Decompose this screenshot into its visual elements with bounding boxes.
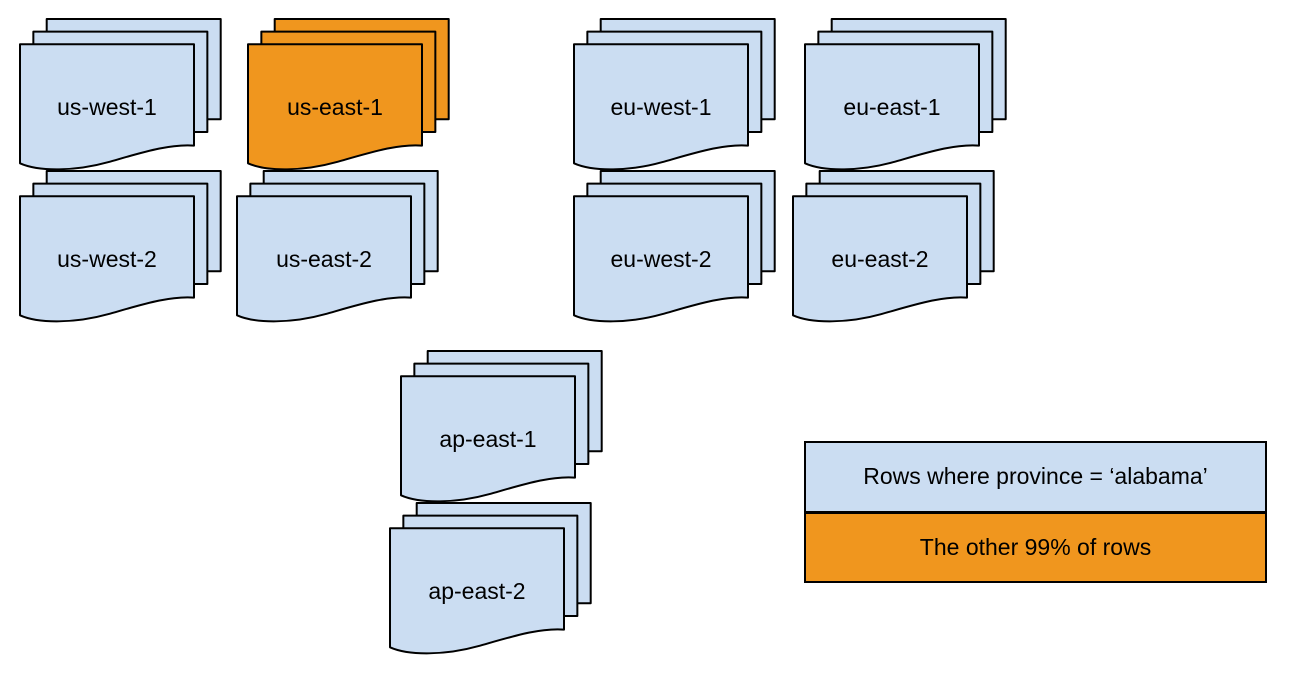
region-label: eu-east-1 [843,94,941,120]
region-stack-eu-east-2: eu-east-2 [792,170,995,326]
region-label: us-east-2 [276,246,372,272]
region-stack-us-east-1: us-east-1 [247,18,450,174]
multi-document-icon [792,170,995,323]
region-stack-eu-east-1: eu-east-1 [804,18,1007,174]
region-stack-ap-east-2: ap-east-2 [389,502,592,658]
region-label: us-east-1 [287,94,383,120]
legend-label: Rows where province = ‘alabama’ [863,463,1208,490]
legend: Rows where province = ‘alabama’ The other… [804,441,1267,583]
multi-document-icon [247,18,450,171]
legend-row-0: Rows where province = ‘alabama’ [806,443,1265,511]
multi-document-icon [573,170,776,323]
legend-row-1: The other 99% of rows [806,510,1265,581]
multi-document-icon [573,18,776,171]
region-stack-us-west-2: us-west-2 [19,170,222,326]
region-label: eu-west-1 [610,94,712,120]
region-label: eu-west-2 [610,246,712,272]
multi-document-icon [400,350,603,503]
multi-document-icon [804,18,1007,171]
multi-document-icon [389,502,592,655]
region-label: ap-east-2 [428,578,526,604]
region-stack-eu-west-2: eu-west-2 [573,170,776,326]
region-label: us-west-2 [57,246,157,272]
region-stack-us-east-2: us-east-2 [236,170,439,326]
region-label: ap-east-1 [439,426,537,452]
legend-label: The other 99% of rows [919,533,1152,560]
region-stack-eu-west-1: eu-west-1 [573,18,776,174]
region-label: us-west-1 [57,94,157,120]
region-label: eu-east-2 [831,246,929,272]
region-stack-ap-east-1: ap-east-1 [400,350,603,506]
multi-document-icon [236,170,439,323]
multi-document-icon [19,18,222,171]
region-stack-us-west-1: us-west-1 [19,18,222,174]
multi-document-icon [19,170,222,323]
